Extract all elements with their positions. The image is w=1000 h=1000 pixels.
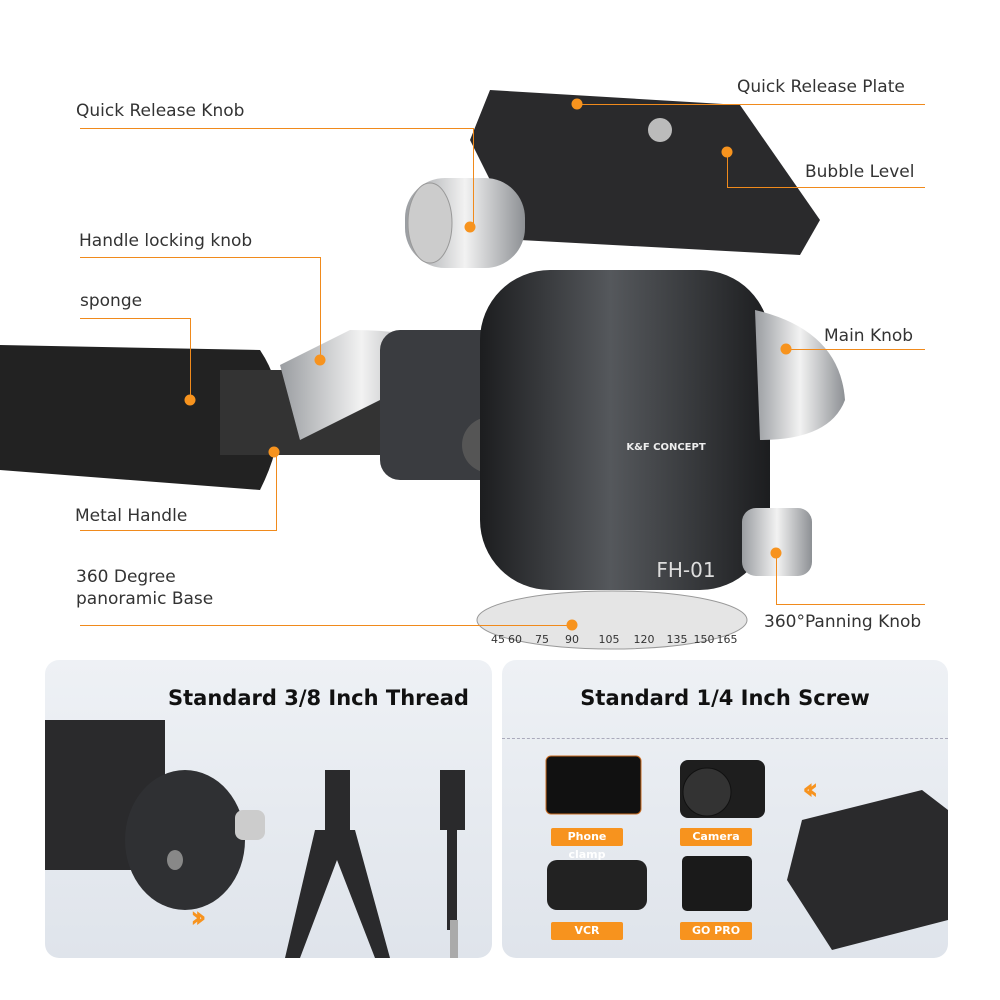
- callout-panning-knob: 360°Panning Knob: [764, 612, 922, 632]
- device-tag: VCR: [551, 922, 623, 940]
- leader-line: [190, 318, 191, 400]
- leader-line: [80, 625, 572, 626]
- panel-title: Standard 1/4 Inch Screw: [580, 686, 870, 710]
- leader-line: [80, 257, 321, 258]
- svg-text:45: 45: [491, 633, 505, 646]
- pointer-dot: [314, 354, 326, 366]
- svg-text:120: 120: [634, 633, 655, 646]
- pointer-dot: [780, 343, 792, 355]
- svg-text:90: 90: [565, 633, 579, 646]
- brand-logo: K&F CONCEPT: [626, 442, 705, 453]
- svg-text:60: 60: [508, 633, 522, 646]
- leader-line: [727, 152, 728, 187]
- thread-illustration: [45, 720, 465, 958]
- pointer-dot: [566, 619, 578, 631]
- panel-1-4-screw: Standard 1/4 Inch Screw Phone clamp Came…: [502, 660, 948, 958]
- pointer-dot: [721, 146, 733, 158]
- leader-line: [80, 530, 277, 531]
- pointer-dot: [464, 221, 476, 233]
- panel-3-8-thread: Standard 3/8 Inch Thread ››: [45, 660, 492, 958]
- pointer-dot: [770, 547, 782, 559]
- leader-line: [473, 128, 474, 227]
- device-tag: GO PRO: [680, 922, 752, 940]
- degree-scale: 45 60 75 90 105 120 135 150 165: [491, 633, 738, 646]
- chevron-left-icon: ‹‹: [802, 772, 818, 807]
- sponge-grip: [0, 345, 280, 490]
- leader-line: [727, 187, 925, 188]
- callout-panoramic-base-line1: 360 Degree: [76, 567, 176, 587]
- leader-line: [776, 553, 777, 604]
- panoramic-base: [476, 590, 748, 650]
- svg-text:75: 75: [535, 633, 549, 646]
- callout-quick-release-plate: Quick Release Plate: [737, 77, 905, 97]
- chevron-right-icon: ››: [190, 900, 206, 935]
- callout-bubble-level: Bubble Level: [805, 162, 915, 182]
- callout-sponge: sponge: [80, 291, 143, 311]
- vcr-icon: [547, 860, 647, 910]
- phone-icon: [545, 755, 642, 815]
- devices-illustration: [545, 755, 948, 950]
- pointer-dot: [184, 394, 196, 406]
- head-body: [480, 270, 770, 590]
- leader-line: [276, 452, 277, 530]
- gopro-icon: [682, 856, 752, 911]
- leader-line: [320, 257, 321, 360]
- callout-main-knob: Main Knob: [824, 326, 914, 346]
- quick-release-plate-image: [787, 790, 948, 950]
- svg-text:165: 165: [717, 633, 738, 646]
- main-knob: [755, 310, 845, 440]
- callout-panoramic-base-line2: panoramic Base: [76, 589, 214, 609]
- leader-line: [80, 318, 191, 319]
- quick-release-plate: [470, 90, 820, 255]
- callout-metal-handle: Metal Handle: [75, 506, 188, 526]
- device-tag: Phone clamp: [551, 828, 623, 861]
- panning-knob: [742, 508, 812, 576]
- panel-title: Standard 3/8 Inch Thread: [168, 686, 469, 710]
- pointer-dot: [571, 98, 583, 110]
- callout-quick-release-knob: Quick Release Knob: [76, 101, 245, 121]
- divider: [502, 738, 948, 739]
- callout-handle-locking-knob: Handle locking knob: [79, 231, 253, 251]
- svg-text:105: 105: [599, 633, 620, 646]
- leader-line: [577, 104, 925, 105]
- pointer-dot: [268, 446, 280, 458]
- leader-line: [786, 349, 925, 350]
- model-label: FH-01: [656, 558, 715, 582]
- svg-text:150: 150: [694, 633, 715, 646]
- leader-line: [776, 604, 925, 605]
- leader-line: [80, 128, 474, 129]
- device-tag: Camera: [680, 828, 752, 846]
- svg-text:135: 135: [667, 633, 688, 646]
